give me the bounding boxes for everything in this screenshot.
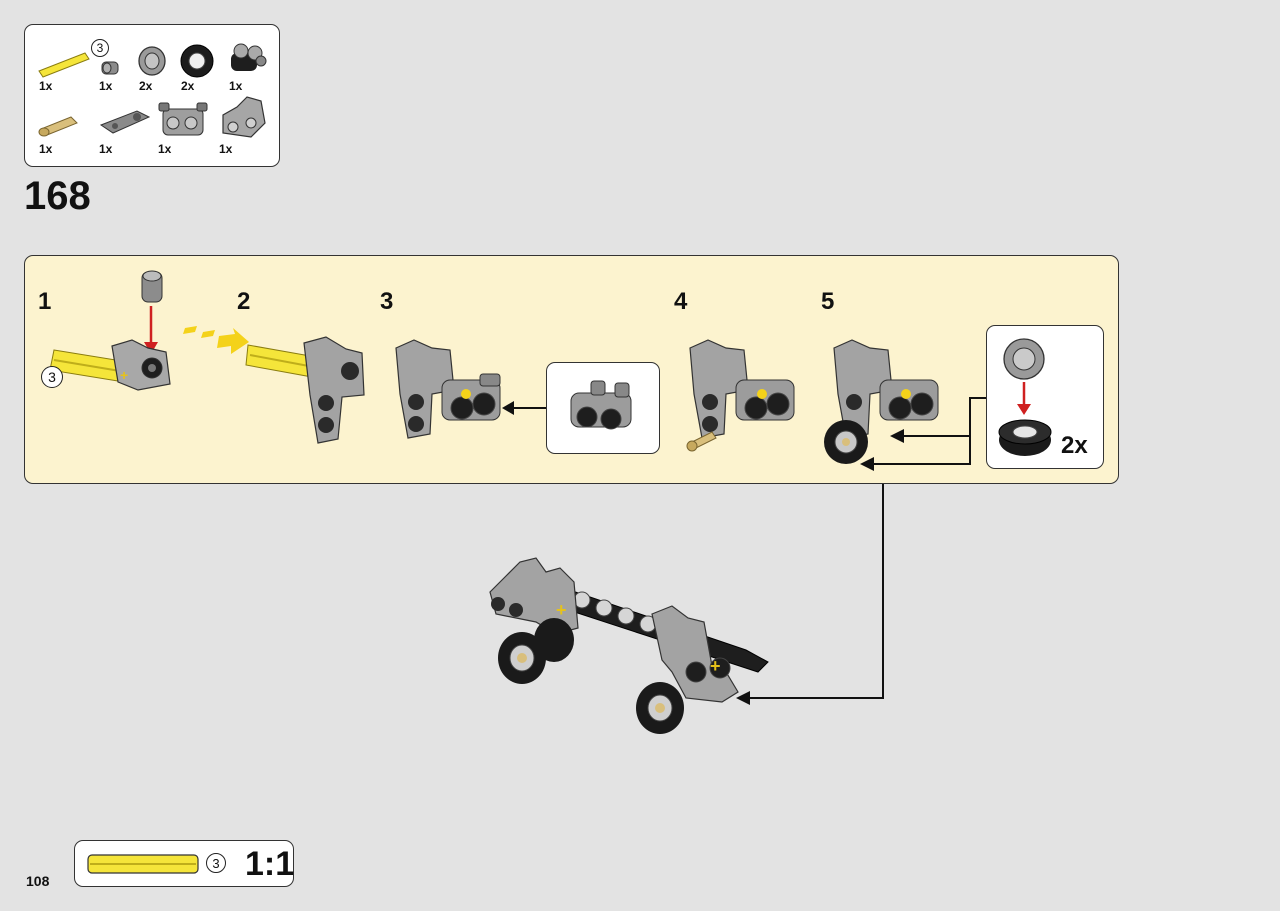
wheel-hub-icon	[138, 46, 166, 76]
double-connector-icon	[570, 380, 632, 430]
red-down-arrow-icon	[144, 306, 158, 354]
part-qty: 1x	[39, 142, 53, 156]
svg-text:+: +	[710, 656, 721, 676]
wheel-quantity: 2x	[1061, 432, 1088, 459]
part-qty: 1x	[219, 142, 233, 156]
main-model-assembly-icon: + +	[489, 557, 769, 734]
axle-in-connector-icon: +	[49, 339, 171, 391]
substep-number: 3	[380, 288, 394, 315]
connector-callout-box	[546, 362, 660, 454]
part-qty: 1x	[229, 79, 243, 93]
bushing-icon	[101, 61, 119, 75]
gray-beam-icon	[99, 110, 151, 134]
substep-4-assembly-icon	[686, 339, 795, 452]
substep-number: 4	[674, 288, 688, 315]
part-qty: 1x	[158, 142, 172, 156]
scale-length-callout: 3	[206, 853, 226, 873]
yellow-insert-arrow-icon	[183, 326, 249, 354]
svg-text:+: +	[556, 600, 567, 620]
part-qty: 2x	[139, 79, 153, 93]
page-number: 108	[26, 873, 50, 889]
part-qty: 1x	[99, 142, 113, 156]
bushing-part-icon	[141, 270, 163, 303]
parts-list-box: 3 1x 1x 2x 2x 1x 1x	[24, 24, 280, 167]
length-callout: 3	[91, 39, 109, 57]
yellow-axle-3-icon	[38, 52, 90, 78]
substep-5-assembly-icon	[824, 339, 939, 464]
scale-ratio: 1:1	[245, 845, 295, 883]
double-connector-icon	[158, 102, 208, 136]
yellow-axle-scale-icon	[87, 854, 199, 874]
part-qty: 1x	[99, 79, 113, 93]
substep-number: 5	[821, 288, 835, 315]
tan-pin-icon	[38, 116, 78, 137]
wheel-callout-box: 2x	[986, 325, 1104, 469]
black-connector-icon	[231, 43, 267, 71]
scale-box: 3 1:1	[74, 840, 294, 887]
tire-icon	[998, 419, 1052, 456]
step-number: 168	[24, 174, 91, 218]
tire-icon	[180, 44, 214, 78]
red-down-arrow-icon	[1017, 382, 1031, 415]
part-qty: 1x	[39, 79, 53, 93]
steering-arm-icon	[222, 96, 266, 138]
substep-number: 2	[237, 288, 251, 315]
svg-text:+: +	[120, 367, 128, 383]
substep-2-assembly-icon	[245, 336, 365, 444]
attach-arrow	[736, 484, 884, 705]
wheel-hub-icon	[1003, 338, 1045, 380]
wheel-connector-lines	[860, 397, 986, 471]
part-qty: 2x	[181, 79, 195, 93]
substep-3-assembly-icon	[395, 339, 501, 439]
left-arrow-icon	[502, 401, 548, 415]
axle-length-callout: 3	[41, 366, 63, 388]
substep-number: 1	[38, 288, 52, 315]
